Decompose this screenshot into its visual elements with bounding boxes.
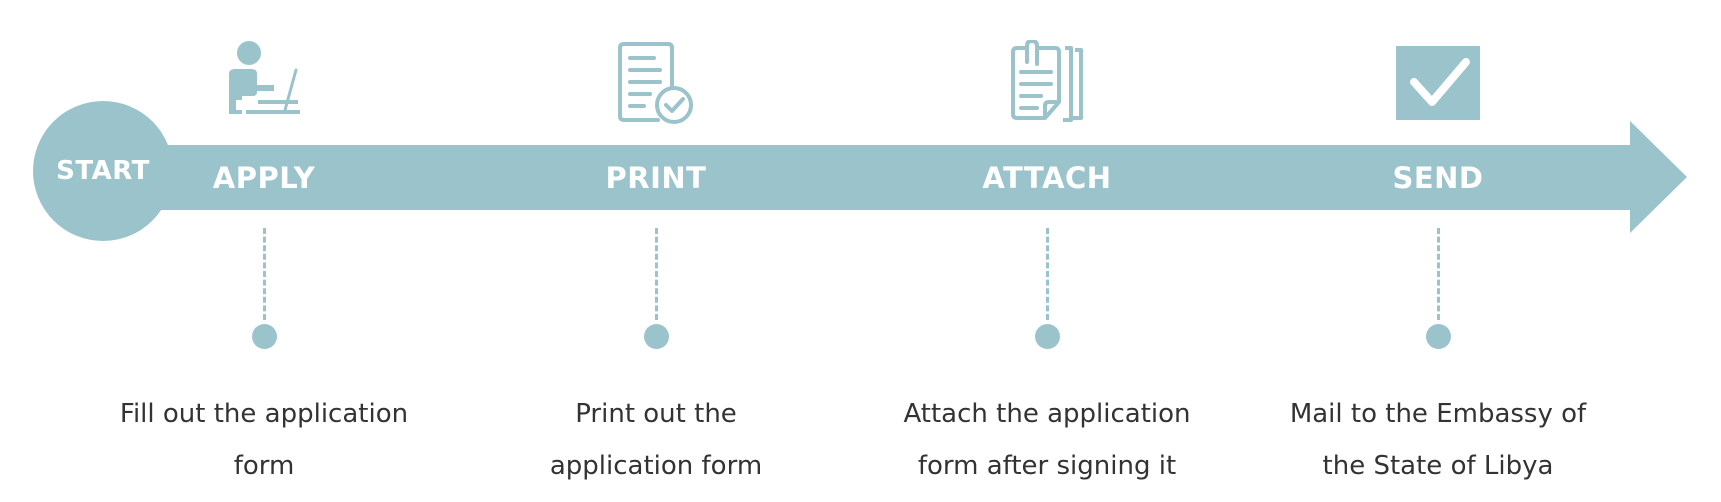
clipped-documents-icon xyxy=(1005,38,1089,124)
step-description: Print out the application form xyxy=(476,388,836,492)
connector-dot xyxy=(644,324,669,349)
dashed-connector xyxy=(1046,228,1049,320)
description-line: form xyxy=(233,451,295,481)
description-line: form after signing it xyxy=(917,451,1177,481)
connector-dot xyxy=(1035,324,1060,349)
dashed-connector xyxy=(655,228,658,320)
step-description: Attach the application form after signin… xyxy=(867,388,1227,492)
description-line: application form xyxy=(549,451,763,481)
start-label: START xyxy=(56,156,150,186)
start-circle xyxy=(33,101,173,241)
step-label: PRINT xyxy=(605,161,707,195)
step-apply: APPLY Fill out the application form xyxy=(84,0,444,502)
step-label: ATTACH xyxy=(982,161,1112,195)
person-at-laptop-icon xyxy=(222,40,306,124)
step-print: PRINT Print out the application form xyxy=(476,0,836,502)
step-description: Mail to the Embassy of the State of Liby… xyxy=(1258,388,1618,492)
step-attach: ATTACH Attach the application form after… xyxy=(867,0,1227,502)
checkbox-checked-icon xyxy=(1396,40,1480,124)
step-label: APPLY xyxy=(212,161,316,195)
arrow-band xyxy=(160,121,1687,233)
connector-dot xyxy=(252,324,277,349)
step-send: SEND Mail to the Embassy of the State of… xyxy=(1258,0,1618,502)
description-line: the State of Libya xyxy=(1322,451,1554,481)
dashed-connector xyxy=(263,228,266,320)
description-line: Attach the application xyxy=(903,399,1191,429)
document-check-icon xyxy=(614,40,698,124)
description-line: Mail to the Embassy of xyxy=(1289,399,1587,429)
dashed-connector xyxy=(1437,228,1440,320)
step-label: SEND xyxy=(1392,161,1484,195)
connector-dot xyxy=(1426,324,1451,349)
description-line: Print out the xyxy=(575,399,737,429)
description-line: Fill out the application xyxy=(119,399,409,429)
step-description: Fill out the application form xyxy=(84,388,444,492)
